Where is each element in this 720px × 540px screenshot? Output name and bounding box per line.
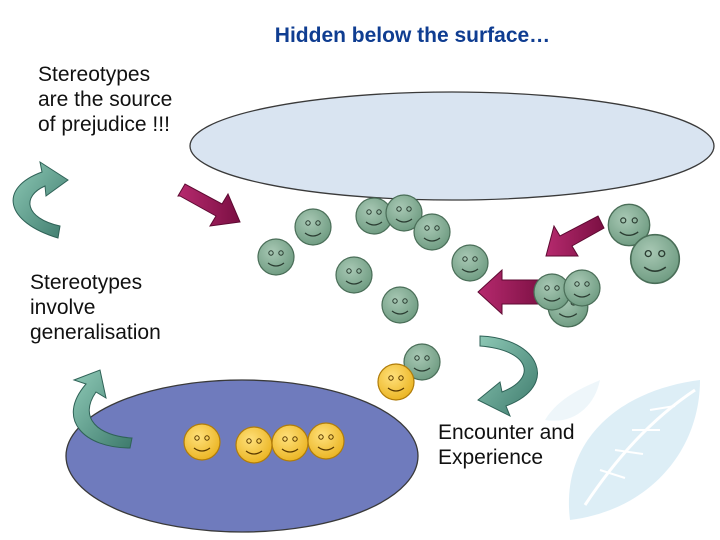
green-smiley-icon [257,238,295,276]
surface-ellipse [189,91,715,201]
magenta-arrow-icon [477,268,547,316]
magenta-arrow-icon [177,183,241,227]
green-smiley-icon [563,269,601,307]
leaf-watermark-icon [545,380,700,520]
green-smiley-icon [381,286,419,324]
orange-smiley-icon [377,363,415,401]
orange-smiley-icon [183,423,221,461]
slide-title: Hidden below the surface… [274,24,551,47]
curved-arrow-icon [12,160,69,239]
magenta-arrow-icon [545,215,605,257]
orange-smiley-icon [271,424,309,462]
encounter-experience-text: Encounter and Experience [438,421,575,469]
curved-arrow-icon [477,335,538,418]
green-smiley-icon [335,256,373,294]
orange-smiley-icon [235,426,273,464]
green-smiley-icon [413,213,451,251]
stereotypes-generalisation-text: Stereotypes involve generalisation [30,271,161,344]
green-smiley-icon [629,233,681,285]
orange-smiley-icon [307,422,345,460]
curved-arrow-icon [72,369,133,449]
stereotypes-source-text: Stereotypes are the source of prejudice … [38,63,173,136]
green-smiley-icon [294,208,332,246]
green-smiley-icon [451,244,489,282]
